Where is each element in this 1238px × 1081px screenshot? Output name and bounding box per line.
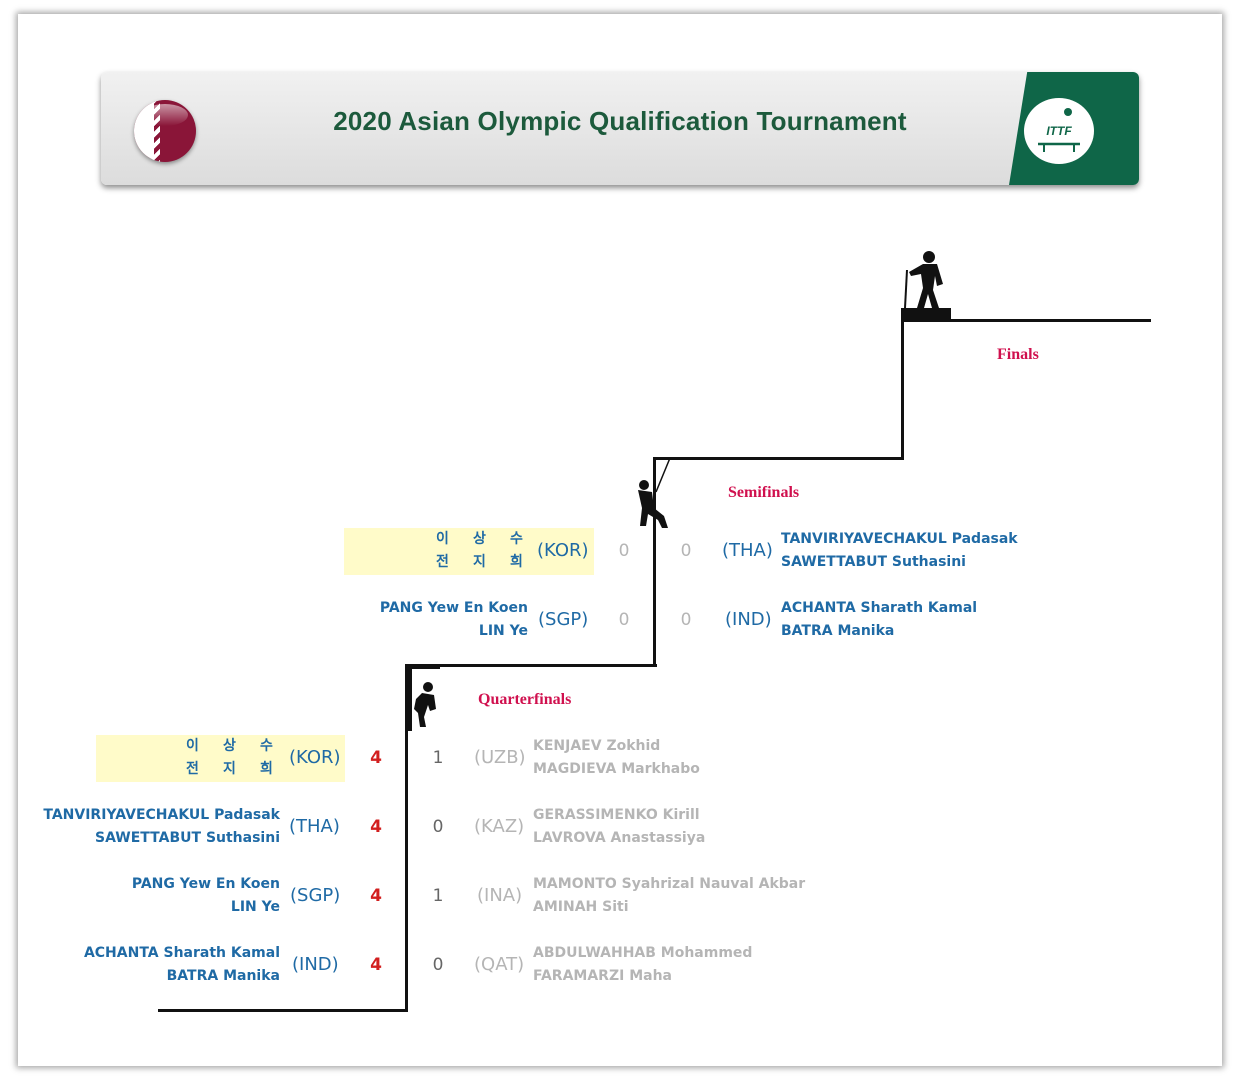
stair-quarter-riser [405,665,408,1012]
bracket-frame [18,14,1222,1066]
quarterfinal-2-right-country: (KAZ) [474,816,525,837]
quarterfinal-1-right-players: KENJAEV Zokhid MAGDIEVA Markhabo [533,735,833,781]
semifinal-1-left-score: 0 [618,541,630,561]
table-tennis-icon [1038,108,1080,152]
quarterfinal-4-right-score: 0 [432,955,444,975]
qatar-flag-icon [134,100,196,162]
tournament-banner: 2020 Asian Olympic Qualification Tournam… [101,72,1139,185]
quarterfinal-2-right-player-1: GERASSIMENKO Kirill [533,807,700,823]
semifinal-1-right-players: TANVIRIYAVECHAKUL Padasak SAWETTABUT Sut… [781,528,1041,574]
quarterfinal-1-right-player-2: MAGDIEVA Markhabo [533,761,700,777]
quarterfinal-2-right-players: GERASSIMENKO Kirill LAVROVA Anastassiya [533,804,833,850]
semifinal-2-right-player-1: ACHANTA Sharath Kamal [781,600,978,616]
quarterfinal-3-right-player-2: AMINAH Siti [533,899,629,915]
quarterfinal-2-left-country: (THA) [289,816,340,837]
semifinal-2-left-country: (SGP) [538,609,589,630]
ittf-logo-text: ITTF [1046,124,1072,138]
quarterfinal-4-right-players: ABDULWAHHAB Mohammed FARAMARZI Maha [533,942,833,988]
semifinal-1-right-country: (THA) [722,540,773,561]
semifinals-label: Semifinals [728,484,800,501]
climber-wall-icon [406,665,440,731]
quarterfinal-2-left-score: 4 [370,817,382,837]
quarterfinal-4-left-score: 4 [370,955,382,975]
quarterfinal-2-left-player-1: TANVIRIYAVECHAKUL Padasak [43,807,280,823]
stair-final-riser [901,320,904,460]
semifinal-2-right-country: (IND) [725,609,772,630]
semifinal-2-left-score: 0 [618,610,630,630]
quarterfinal-1-left-score: 4 [370,748,382,768]
quarterfinal-1-right-player-1: KENJAEV Zokhid [533,738,661,754]
stair-final-floor [653,457,904,460]
climber-rappel-icon [638,458,671,528]
quarterfinal-1-highlight [96,735,345,782]
climber-summit-icon [901,251,951,320]
quarterfinal-3-right-country: (INA) [477,885,523,906]
quarterfinal-2-right-player-2: LAVROVA Anastassiya [533,830,706,846]
semifinal-2-left-players: PANG Yew En Koen LIN Ye [330,597,528,643]
quarterfinals-label: Quarterfinals [478,691,572,708]
quarterfinal-4-left-player-1: ACHANTA Sharath Kamal [83,945,280,961]
quarterfinal-2-left-players: TANVIRIYAVECHAKUL Padasak SAWETTABUT Sut… [30,804,280,850]
quarterfinal-3-left-score: 4 [370,886,382,906]
quarterfinal-2-left-player-2: SAWETTABUT Suthasini [95,830,280,846]
quarterfinal-4-left-players: ACHANTA Sharath Kamal BATRA Manika [60,942,280,988]
quarterfinal-3-right-score: 1 [432,886,444,906]
quarterfinal-3-right-players: MAMONTO Syahrizal Nauval Akbar AMINAH Si… [533,873,833,919]
semifinal-2-right-player-2: BATRA Manika [781,623,895,639]
quarterfinal-2-right-score: 0 [432,817,444,837]
quarterfinal-1-left-country: (KOR) [289,747,341,768]
tournament-title: 2020 Asian Olympic Qualification Tournam… [333,106,907,136]
quarterfinal-4-right-player-1: ABDULWAHHAB Mohammed [533,945,753,961]
semifinal-1-right-player-1: TANVIRIYAVECHAKUL Padasak [781,531,1018,547]
quarterfinal-3-left-players: PANG Yew En Koen LIN Ye [80,873,280,919]
quarterfinal-4-left-country: (IND) [292,954,339,975]
stair-semi-floor [405,664,657,667]
quarterfinal-3-left-country: (SGP) [290,885,341,906]
semifinal-2-right-players: ACHANTA Sharath Kamal BATRA Manika [781,597,1041,643]
semifinal-1-right-score: 0 [680,541,692,561]
ittf-logo: ITTF [1024,98,1094,164]
semifinal-1-highlight [344,528,594,575]
finals-label: Finals [997,346,1039,363]
quarterfinal-4-right-player-2: FARAMARZI Maha [533,968,672,984]
semifinal-1-left-country: (KOR) [537,540,589,561]
stair-summit-floor [901,319,1151,322]
stair-semi-riser [653,458,656,667]
semifinal-2-left-player-1: PANG Yew En Koen [379,600,528,616]
semifinal-1-right-player-2: SAWETTABUT Suthasini [781,554,966,570]
quarterfinal-1-right-score: 1 [432,748,444,768]
quarterfinal-3-left-player-1: PANG Yew En Koen [131,876,280,892]
stair-quarter-floor [158,1009,408,1012]
semifinal-2-right-score: 0 [680,610,692,630]
semifinal-2-left-player-2: LIN Ye [478,623,528,639]
quarterfinal-1-right-country: (UZB) [474,747,526,768]
quarterfinal-4-right-country: (QAT) [474,954,525,975]
quarterfinal-3-right-player-1: MAMONTO Syahrizal Nauval Akbar [533,876,806,892]
quarterfinal-3-left-player-2: LIN Ye [230,899,280,915]
quarterfinal-4-left-player-2: BATRA Manika [166,968,280,984]
